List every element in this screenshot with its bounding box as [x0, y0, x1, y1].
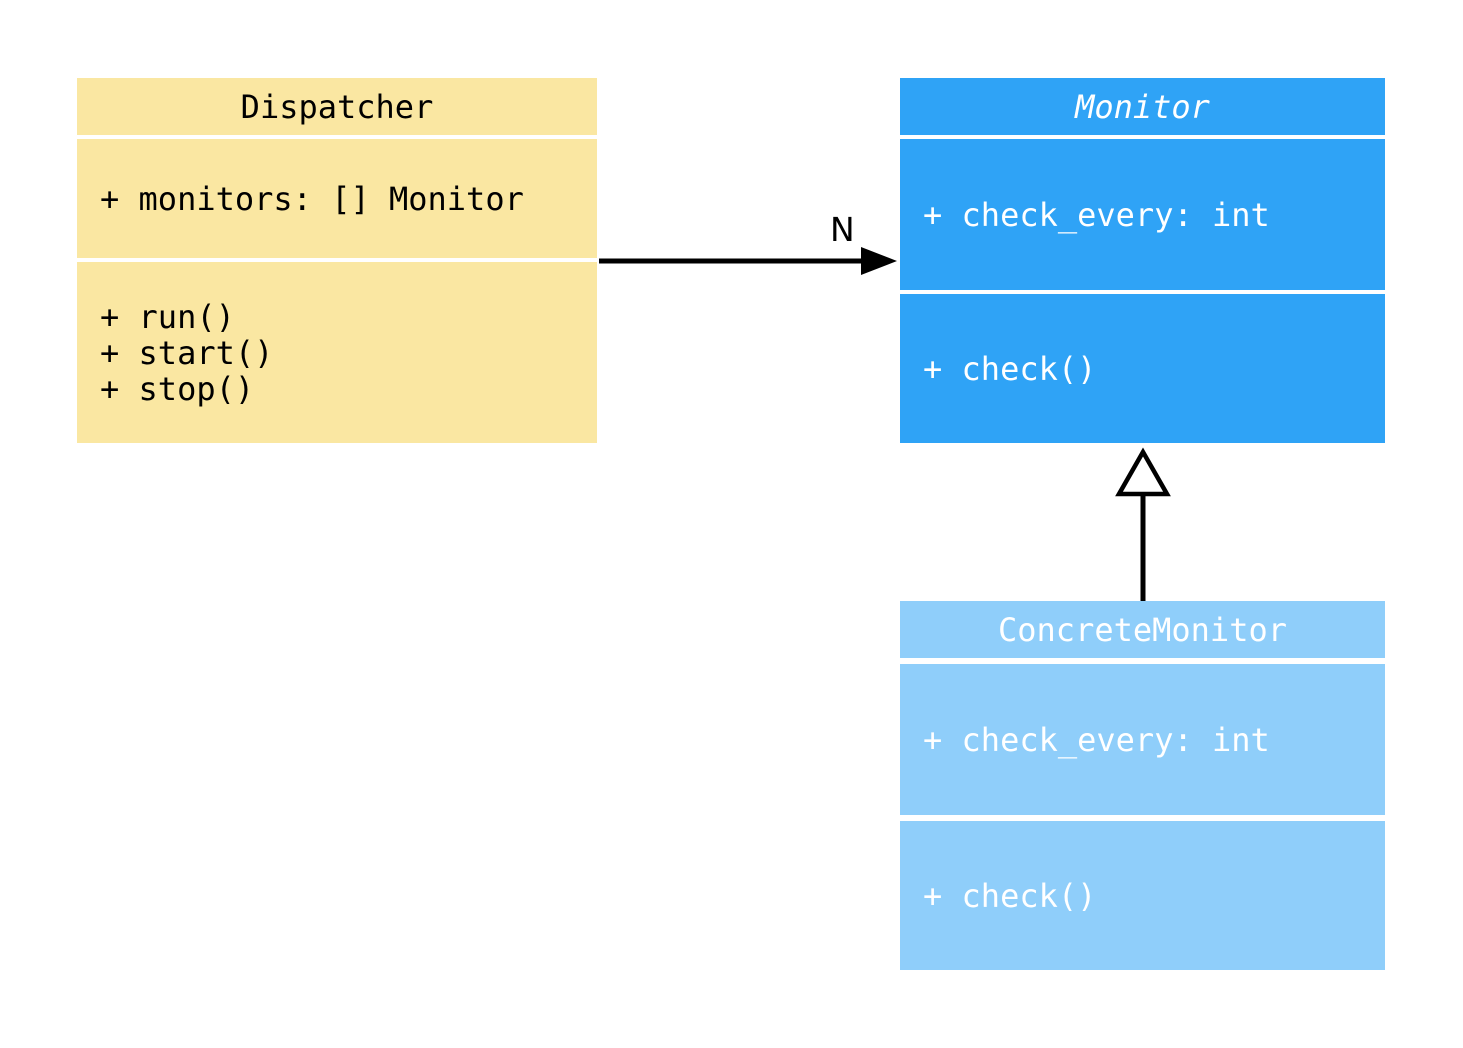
association-multiplicity-label: N: [830, 210, 855, 249]
class-attributes-monitor: + check_every: int: [900, 139, 1385, 290]
class-header-concretemonitor: ConcreteMonitor: [900, 601, 1385, 658]
class-box-dispatcher: Dispatcher + monitors: [] Monitor + run(…: [77, 78, 597, 443]
method-row: + check(): [923, 349, 1097, 388]
inheritance-arrow-concretemonitor-monitor: [1115, 447, 1171, 601]
class-attributes-dispatcher: + monitors: [] Monitor: [77, 139, 597, 258]
class-attributes-concretemonitor: + check_every: int: [900, 664, 1385, 815]
class-box-monitor: Monitor + check_every: int + check(): [900, 78, 1385, 443]
method-row: + start(): [100, 333, 274, 372]
method-row: + run(): [100, 297, 235, 336]
class-methods-monitor: + check(): [900, 294, 1385, 443]
class-box-concretemonitor: ConcreteMonitor + check_every: int + che…: [900, 601, 1385, 970]
method-row: + stop(): [100, 369, 255, 408]
class-header-dispatcher: Dispatcher: [77, 78, 597, 135]
class-name-dispatcher: Dispatcher: [240, 87, 434, 126]
hollow-triangle-arrowhead-icon: [1115, 447, 1171, 497]
class-name-concretemonitor: ConcreteMonitor: [998, 610, 1287, 649]
class-methods-dispatcher: + run() + start() + stop(): [77, 262, 597, 443]
attribute-row: + check_every: int: [923, 195, 1270, 234]
class-methods-concretemonitor: + check(): [900, 821, 1385, 970]
attribute-row: + check_every: int: [923, 720, 1270, 759]
filled-arrowhead-icon: [861, 247, 897, 275]
method-row: + check(): [923, 876, 1097, 915]
association-arrow-dispatcher-monitor: [599, 247, 897, 275]
class-name-monitor: Monitor: [1075, 87, 1210, 126]
class-header-monitor: Monitor: [900, 78, 1385, 135]
attribute-row: + monitors: [] Monitor: [100, 179, 524, 218]
